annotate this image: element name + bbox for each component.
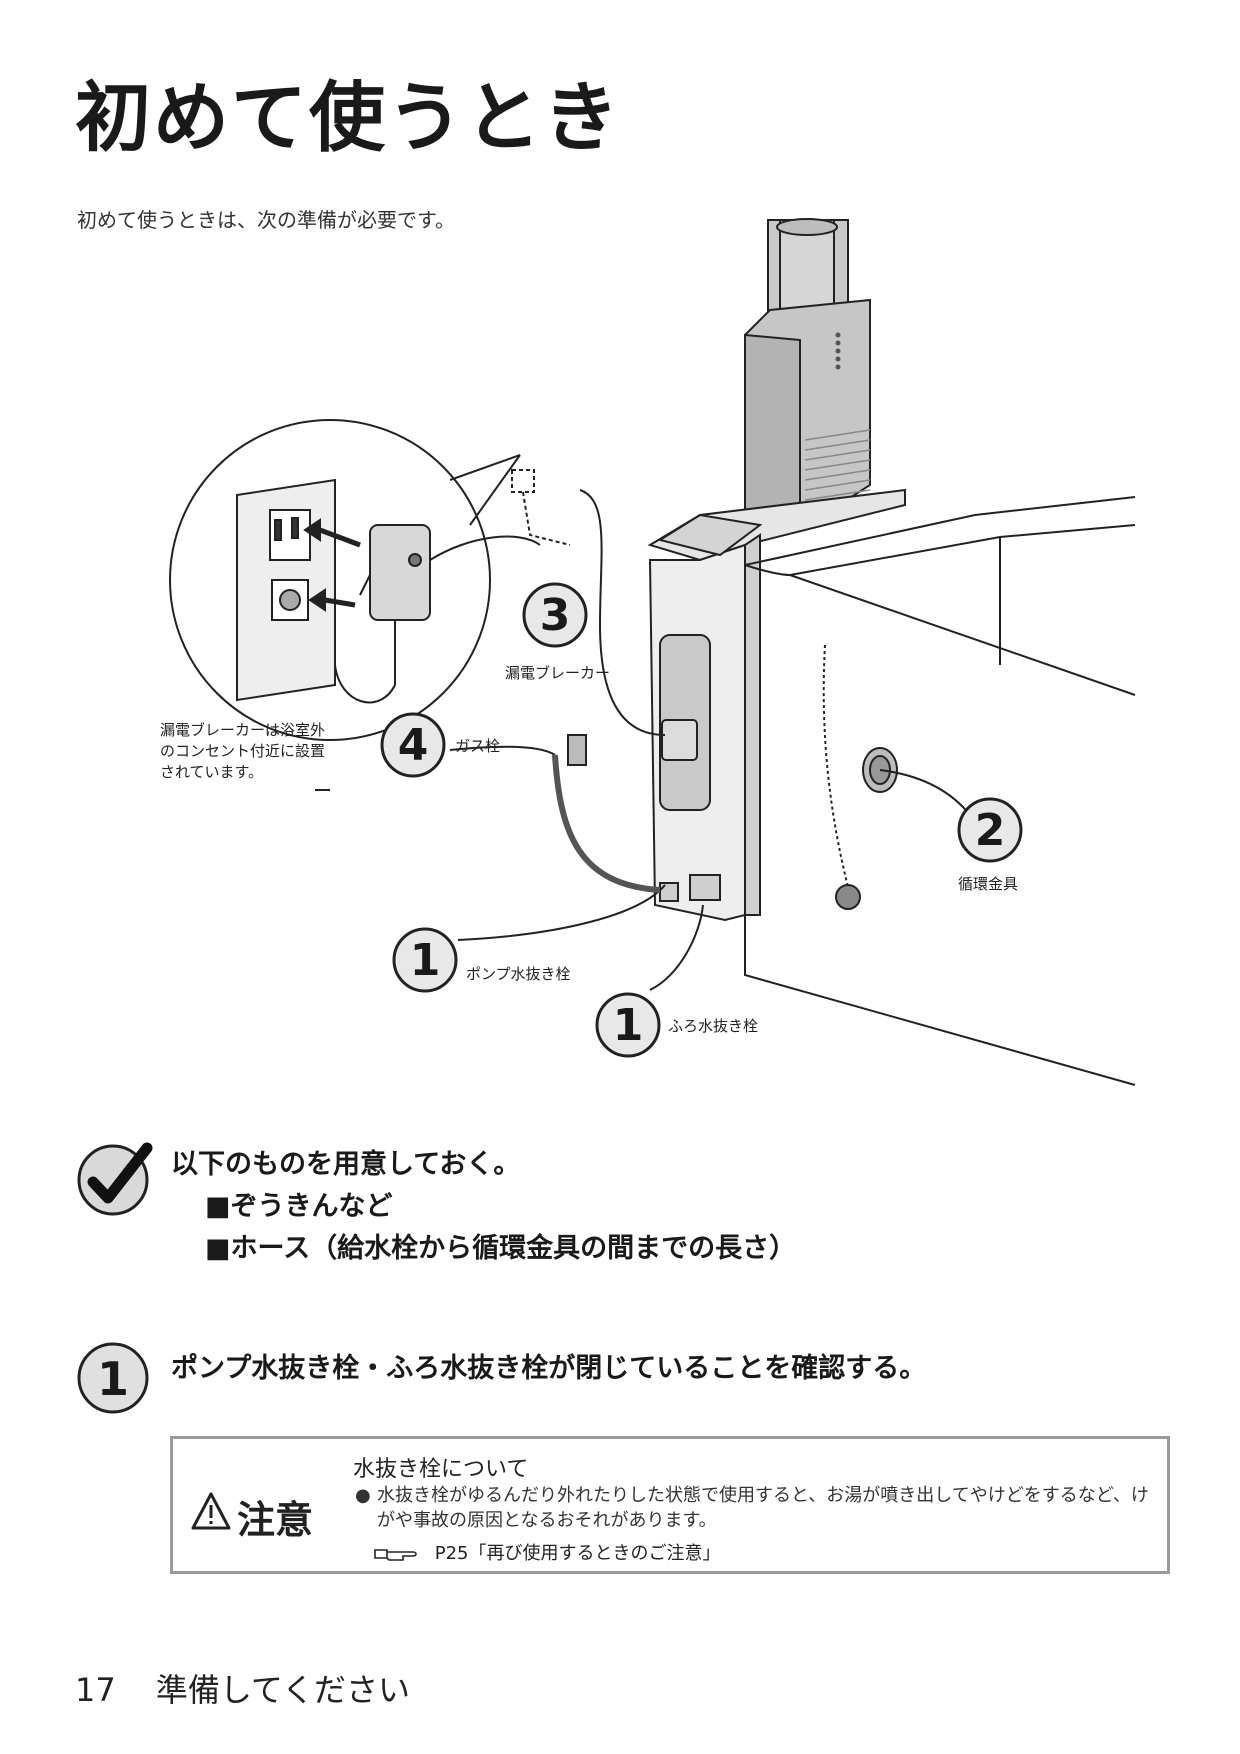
caution-body-text: 水抜き栓がゆるんだり外れたりした状態で使用すると、お湯が噴き出してやけどをするな… xyxy=(377,1485,1149,1531)
intro-text: 初めて使うときは、次の準備が必要です。 xyxy=(77,208,455,232)
page-number: 17 xyxy=(75,1671,116,1709)
callout-number-gas: 4 xyxy=(397,720,429,771)
callout-label-pump-drain: ポンプ水抜き栓 xyxy=(466,965,571,983)
callout-label-circulation: 循環金具 xyxy=(958,875,1019,893)
callout-label-bath-drain: ふろ水抜き栓 xyxy=(668,1017,759,1035)
checklist-title: 以下のものを用意しておく。 xyxy=(171,1149,521,1180)
checkmark-icon xyxy=(77,1142,153,1216)
step-1: 1 ポンプ水抜き栓・ふろ水抜き栓が閉じていることを確認する。 xyxy=(75,1338,1175,1418)
callout-number-breaker: 3 xyxy=(539,590,571,641)
caution-reference-text: P25「再び使用するときのご注意」 xyxy=(434,1543,721,1564)
page-footer: 17 準備してください xyxy=(75,1665,410,1711)
callout-number-bath-drain: 1 xyxy=(612,1000,644,1051)
caution-body: ● 水抜き栓がゆるんだり外れたりした状態で使用すると、お湯が噴き出してやけどをす… xyxy=(355,1483,1155,1533)
callout-number-pump-drain: 1 xyxy=(409,935,441,986)
caution-label: 注意 xyxy=(237,1498,314,1542)
step-number: 1 xyxy=(96,1352,129,1406)
page-title: 初めて使うとき xyxy=(75,73,621,162)
caution-box: 注意 水抜き栓について ● 水抜き栓がゆるんだり外れたりした状態で使用すると、お… xyxy=(170,1436,1170,1574)
installation-diagram: 3 2 4 1 1 漏電ブレーカー 循環金具 ガス栓 ポンプ水抜き栓 ふろ水抜き… xyxy=(0,215,1240,1115)
step-1-text: ポンプ水抜き栓・ふろ水抜き栓が閉じていることを確認する。 xyxy=(171,1353,927,1384)
checklist-item-rag: ■ぞうきんなど xyxy=(205,1191,393,1222)
callout-badges xyxy=(380,582,1023,1058)
preparation-checklist: 以下のものを用意しておく。 ■ぞうきんなど ■ホース（給水栓から循環金具の間まで… xyxy=(75,1140,1175,1280)
warning-icon xyxy=(191,1492,231,1530)
breaker-location-note: 漏電ブレーカーは浴室外のコンセント付近に設置されています。 xyxy=(160,721,326,781)
step-number-badge xyxy=(77,1342,149,1414)
section-title: 準備してください xyxy=(155,1671,410,1709)
diagram-drawing xyxy=(169,218,1136,1086)
callout-label-gas: ガス栓 xyxy=(455,737,501,755)
caution-reference: P25「再び使用するときのご注意」 xyxy=(373,1539,721,1565)
callout-label-breaker: 漏電ブレーカー xyxy=(505,664,611,682)
pointing-hand-icon xyxy=(374,1549,417,1561)
callout-number-circulation: 2 xyxy=(974,805,1006,856)
checklist-item-hose: ■ホース（給水栓から循環金具の間までの長さ） xyxy=(205,1233,797,1264)
bullet-icon: ● xyxy=(355,1485,371,1506)
caution-heading: 水抜き栓について xyxy=(353,1457,529,1482)
